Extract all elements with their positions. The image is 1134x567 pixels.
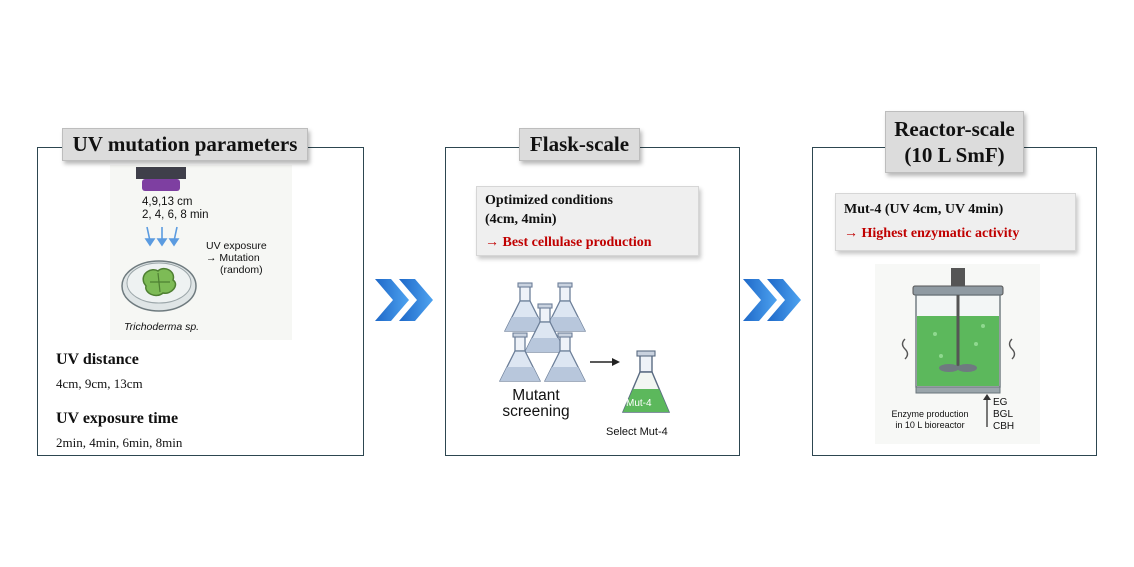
production-line-1: Enzyme production [891, 409, 969, 419]
param-uv-distance-values: 4cm, 9cm, 13cm [56, 376, 143, 391]
callout-result: → Best cellulase production [485, 235, 652, 250]
distances-label: 4,9,13 cm [142, 196, 193, 208]
times-label: 2, 4, 6, 8 min [142, 209, 209, 221]
stage-title-reactor-scale: Reactor-scale (10 L SmF) [885, 111, 1024, 173]
stage-title-flask-scale: Flask-scale [519, 128, 640, 161]
flask-optimized-callout: Optimized conditions (4cm, 4min) → Best … [476, 186, 699, 256]
select-mut4-label: Select Mut-4 [606, 426, 668, 438]
mut4-flask-label: Mut-4 [626, 398, 652, 409]
petri-dish-icon [121, 260, 197, 312]
bioreactor-illustration [875, 264, 1040, 444]
param-uv-distance-heading: UV distance [56, 351, 139, 368]
reactor-callout-result: → Highest enzymatic activity [844, 226, 1020, 241]
enzyme-list: EG BGL CBH [993, 397, 1014, 433]
enzyme-bgl: BGL [993, 409, 1014, 420]
screening-line-2: screening [502, 403, 570, 420]
uv-parameters-label: 4,9,13 cm 2, 4, 6, 8 min [142, 196, 208, 222]
arrow-up-icon [983, 394, 991, 427]
param-uv-time-values: 2min, 4min, 6min, 8min [56, 435, 183, 450]
screening-line-1: Mutant [512, 387, 560, 404]
exposure-line-2: → Mutation [206, 252, 260, 264]
mutant-screening-label: Mutant screening [502, 388, 570, 420]
exposure-note: UV exposure → Mutation (random) [206, 240, 267, 276]
callout-line-2: (4cm, 4min) [485, 212, 557, 227]
double-chevron-icon [375, 279, 433, 321]
enzyme-production-label: Enzyme production in 10 L bioreactor [884, 409, 976, 431]
uv-illustration [110, 165, 292, 340]
organism-label: Trichoderma sp. [124, 321, 200, 333]
reactor-title-line-2: (10 L SmF) [904, 143, 1005, 167]
arrow-right-icon [590, 358, 620, 366]
reactor-callout: Mut-4 (UV 4cm, UV 4min) → Highest enzyma… [835, 193, 1076, 251]
reactor-callout-line: Mut-4 (UV 4cm, UV 4min) [844, 202, 1004, 217]
enzyme-cbh: CBH [993, 421, 1015, 432]
exposure-line-1: UV exposure [206, 240, 267, 252]
reactor-title-line-1: Reactor-scale [894, 117, 1015, 141]
bioreactor-icon [912, 268, 1004, 394]
mut4-flask-icon [621, 350, 671, 413]
enzyme-eg: EG [993, 397, 1008, 408]
param-uv-time-heading: UV exposure time [56, 410, 179, 427]
stage-title-uv-mutation: UV mutation parameters [62, 128, 308, 161]
double-chevron-icon [743, 279, 801, 321]
flask-screening-illustration [499, 282, 671, 413]
production-line-2: in 10 L bioreactor [895, 420, 965, 430]
exposure-line-3: (random) [220, 264, 263, 276]
uv-lamp-icon [136, 167, 186, 191]
callout-line-1: Optimized conditions [485, 193, 613, 208]
uv-rays-icon [144, 226, 180, 247]
